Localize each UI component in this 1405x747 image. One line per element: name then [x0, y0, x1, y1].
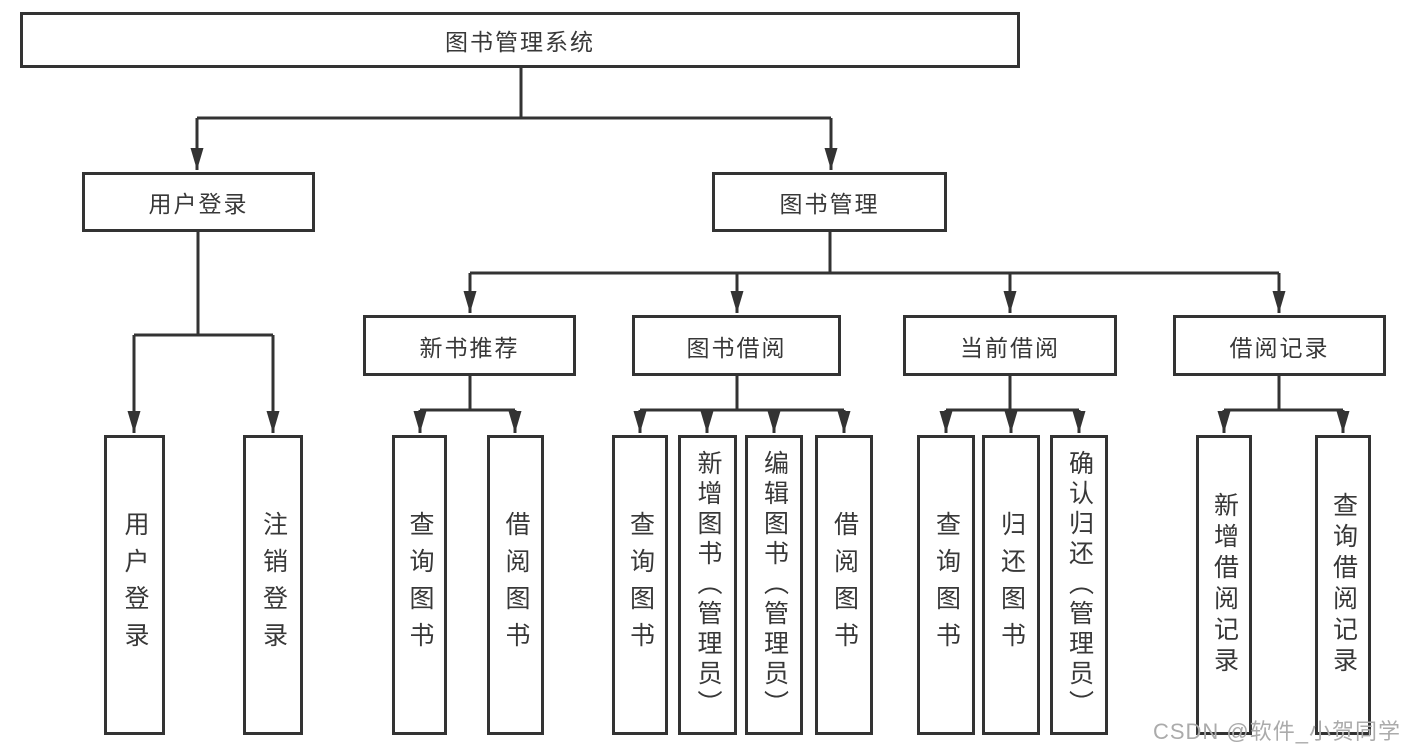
- connector-root-trunk: [197, 68, 831, 120]
- leaf-records-add-record: 新增借阅记录: [1196, 435, 1252, 735]
- node-user-login-label: 用户登录: [148, 191, 249, 217]
- leaf-current-return-books: 归还图书: [982, 435, 1040, 735]
- leaf-records-query-record-label: 查询借阅记录: [1329, 492, 1358, 678]
- node-root: 图书管理系统: [20, 12, 1020, 68]
- node-new-book-recommend: 新书推荐: [363, 315, 576, 376]
- node-current-borrowing: 当前借阅: [903, 315, 1117, 376]
- node-book-borrowing: 图书借阅: [632, 315, 841, 376]
- leaf-borrowing-add-books-label: 新增图书（管理员）: [694, 450, 722, 720]
- node-root-label: 图书管理系统: [445, 29, 595, 55]
- leaf-borrowing-query-books-label: 查询图书: [626, 511, 655, 659]
- connector-recommend-trunk: [420, 376, 515, 412]
- leaf-borrowing-add-books: 新增图书（管理员）: [678, 435, 737, 735]
- node-borrowing-records-label: 借阅记录: [1229, 334, 1330, 361]
- node-new-book-recommend-label: 新书推荐: [419, 334, 520, 361]
- leaf-current-return-books-label: 归还图书: [997, 511, 1026, 659]
- leaf-borrowing-edit-books: 编辑图书（管理员）: [745, 435, 803, 735]
- leaf-recommend-borrow-books-label: 借阅图书: [502, 511, 530, 659]
- leaf-logout: 注销登录: [243, 435, 303, 735]
- node-user-login: 用户登录: [82, 172, 315, 232]
- leaf-records-query-record: 查询借阅记录: [1315, 435, 1371, 735]
- leaf-borrowing-borrow-books-label: 借阅图书: [830, 511, 859, 659]
- csdn-watermark: CSDN @软件_小贺同学: [1152, 719, 1401, 744]
- leaf-current-query-books: 查询图书: [917, 435, 975, 735]
- leaf-user-login-label: 用户登录: [121, 511, 149, 659]
- connector-current-trunk: [946, 376, 1079, 412]
- node-book-management-label: 图书管理: [779, 191, 880, 217]
- node-borrowing-records: 借阅记录: [1173, 315, 1386, 376]
- leaf-logout-label: 注销登录: [259, 511, 288, 659]
- leaf-recommend-query-books: 查询图书: [392, 435, 447, 735]
- leaf-user-login: 用户登录: [104, 435, 165, 735]
- node-book-management: 图书管理: [712, 172, 947, 232]
- leaf-recommend-query-books-label: 查询图书: [406, 511, 434, 659]
- leaf-borrowing-edit-books-label: 编辑图书（管理员）: [760, 450, 789, 720]
- leaf-current-query-books-label: 查询图书: [932, 511, 961, 659]
- connector-records-trunk: [1224, 376, 1343, 412]
- node-current-borrowing-label: 当前借阅: [960, 334, 1060, 361]
- leaf-recommend-borrow-books: 借阅图书: [487, 435, 544, 735]
- node-book-borrowing-label: 图书借阅: [686, 334, 787, 361]
- leaf-borrowing-query-books: 查询图书: [612, 435, 668, 735]
- connector-book-management-trunk: [470, 232, 1279, 275]
- leaf-current-confirm-return: 确认归还（管理员）: [1050, 435, 1108, 735]
- connector-user-login-trunk: [134, 232, 273, 337]
- connector-borrowing-trunk: [640, 376, 844, 412]
- leaf-borrowing-borrow-books: 借阅图书: [815, 435, 873, 735]
- leaf-records-add-record-label: 新增借阅记录: [1210, 492, 1239, 678]
- leaf-current-confirm-return-label: 确认归还（管理员）: [1065, 450, 1094, 720]
